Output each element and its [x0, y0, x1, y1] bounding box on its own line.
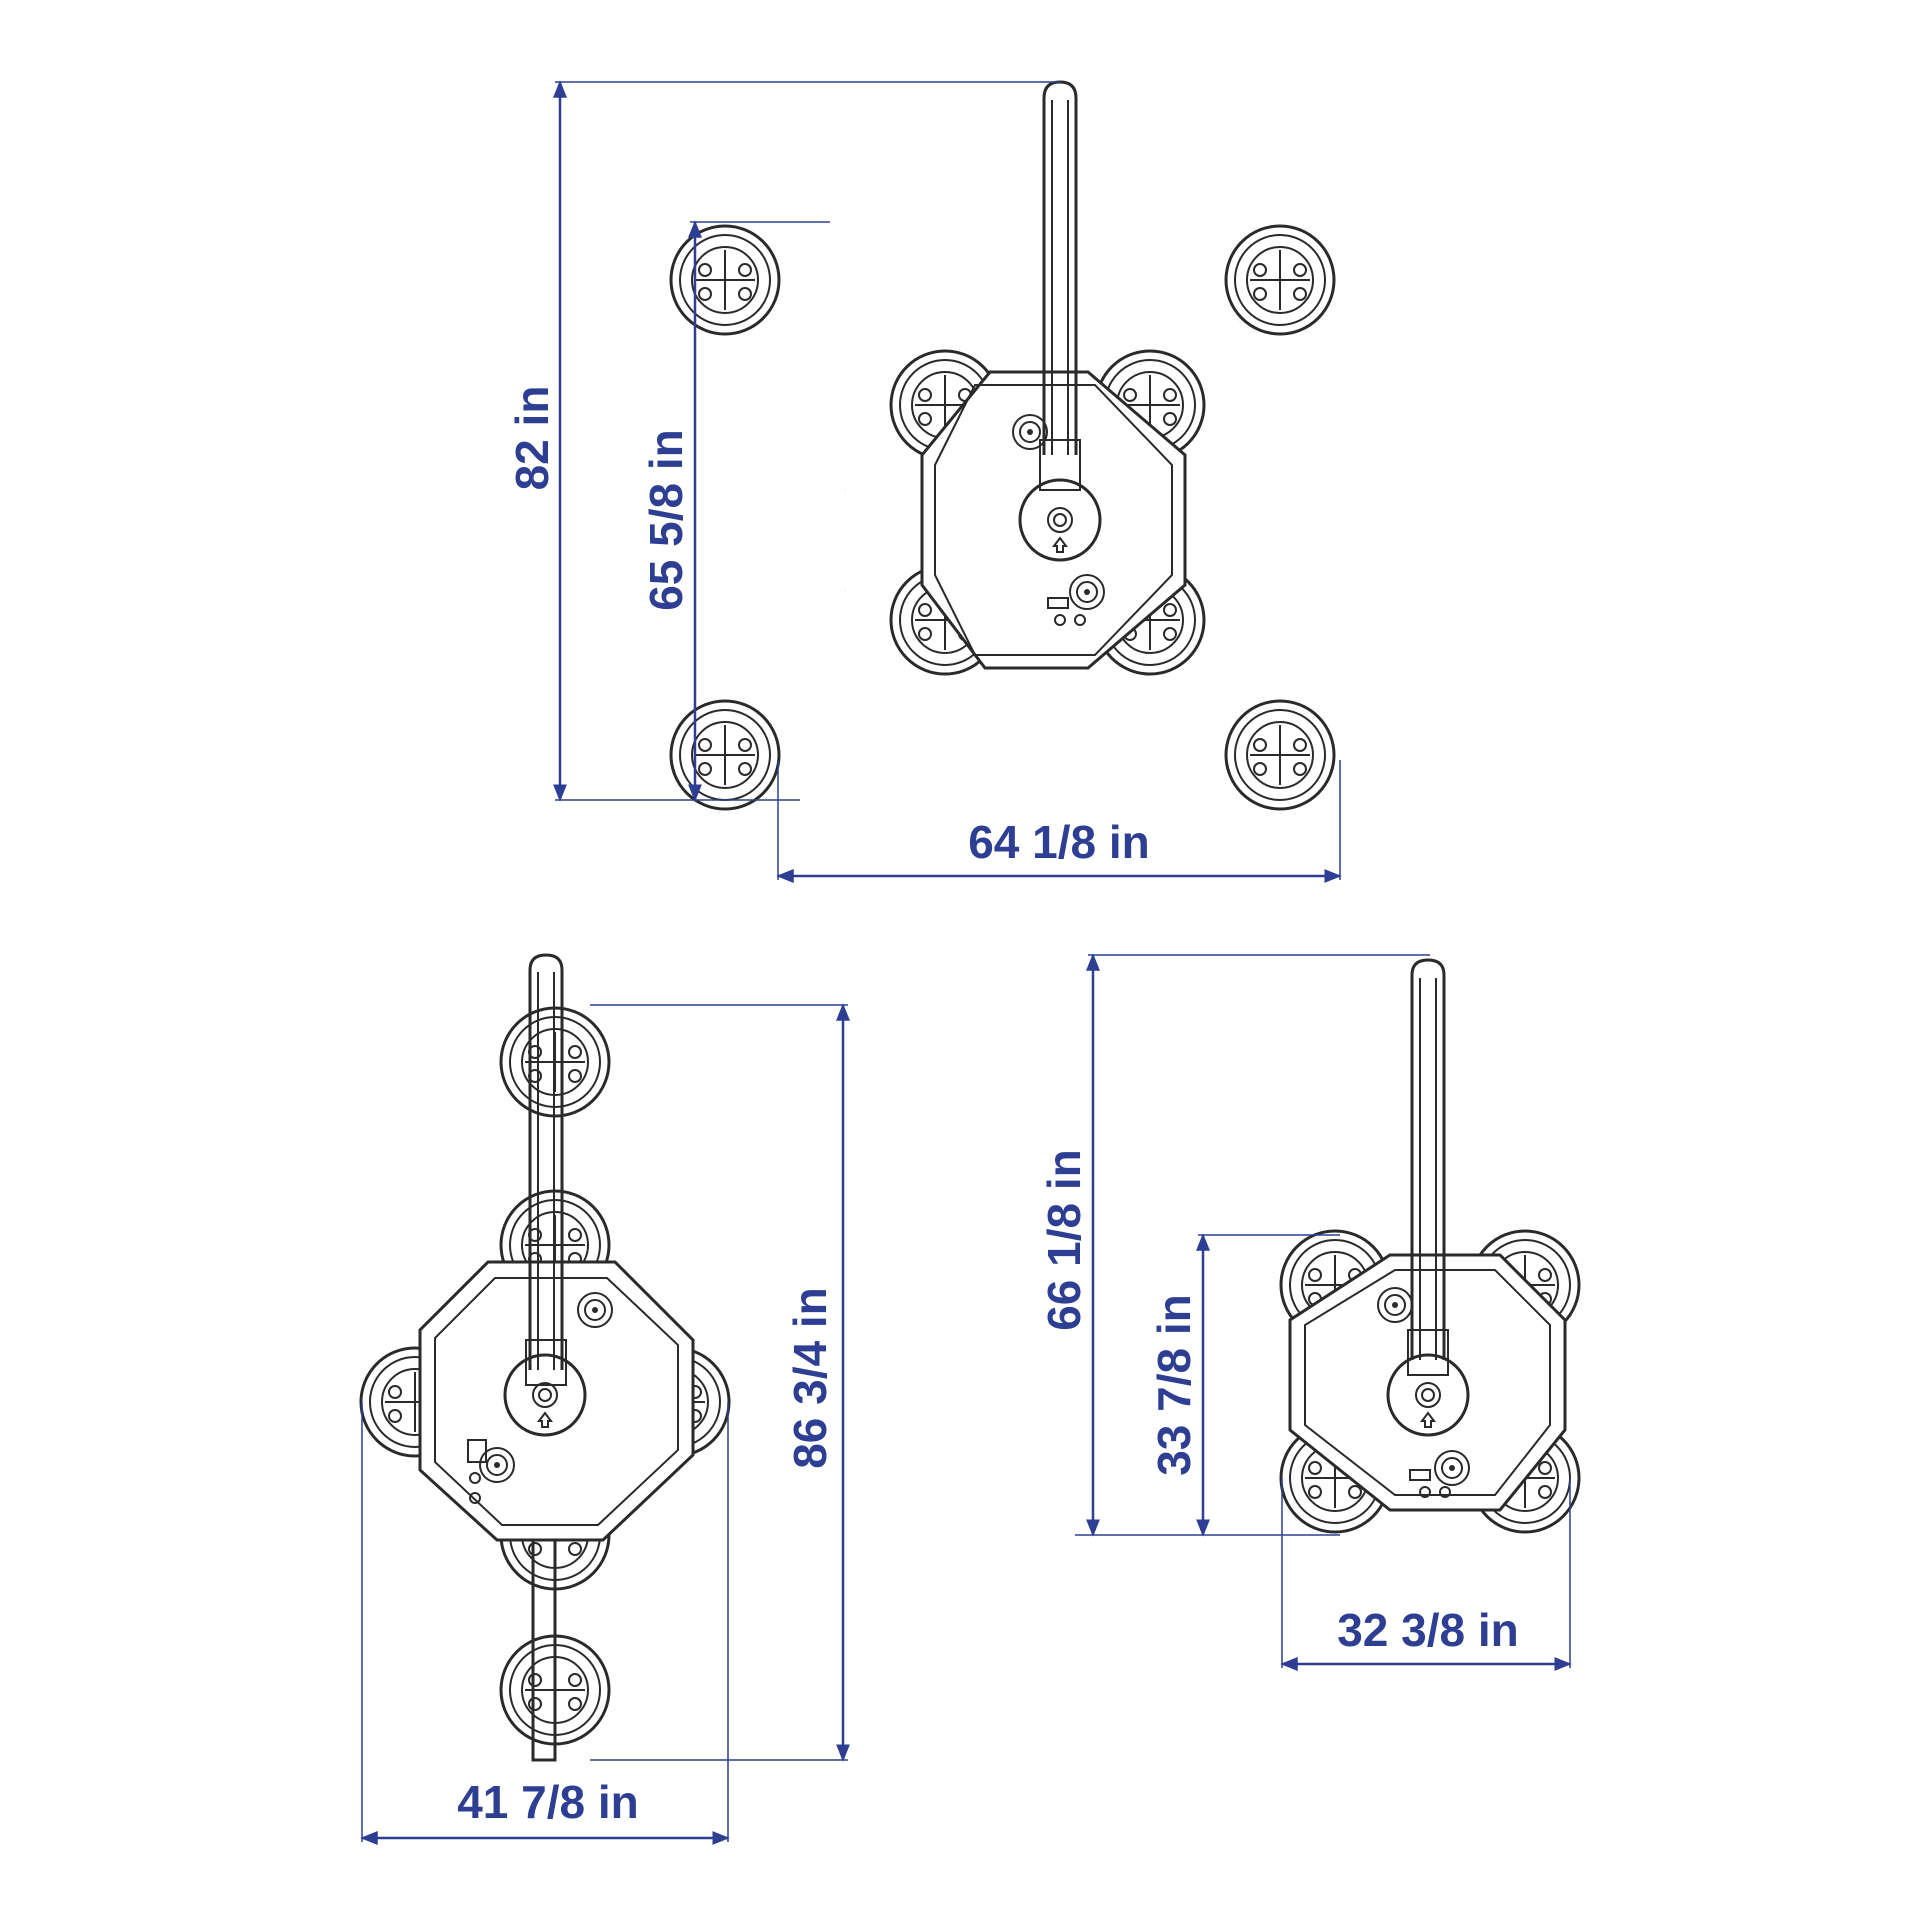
x-config-height-pads-label: 65 5/8 in	[640, 429, 692, 611]
compact-config-height-overall-label: 66 1/8 in	[1038, 1149, 1090, 1331]
x-config-view	[669, 80, 1336, 811]
inline-config-handle	[525, 953, 567, 1386]
inline-config-width-label: 41 7/8 in	[457, 1776, 639, 1828]
compact-config-view	[1279, 958, 1581, 1534]
compact-config-handle	[1407, 958, 1449, 1376]
x-config-height-overall-label: 82 in	[506, 386, 558, 491]
inline-config-height-label: 86 3/4 in	[784, 1287, 836, 1469]
compact-config-height-pads-label: 33 7/8 in	[1148, 1294, 1200, 1476]
compact-config-width-label: 32 3/8 in	[1337, 1604, 1519, 1656]
x-config-width-label: 64 1/8 in	[968, 816, 1150, 868]
inline-config-view	[359, 953, 731, 1762]
